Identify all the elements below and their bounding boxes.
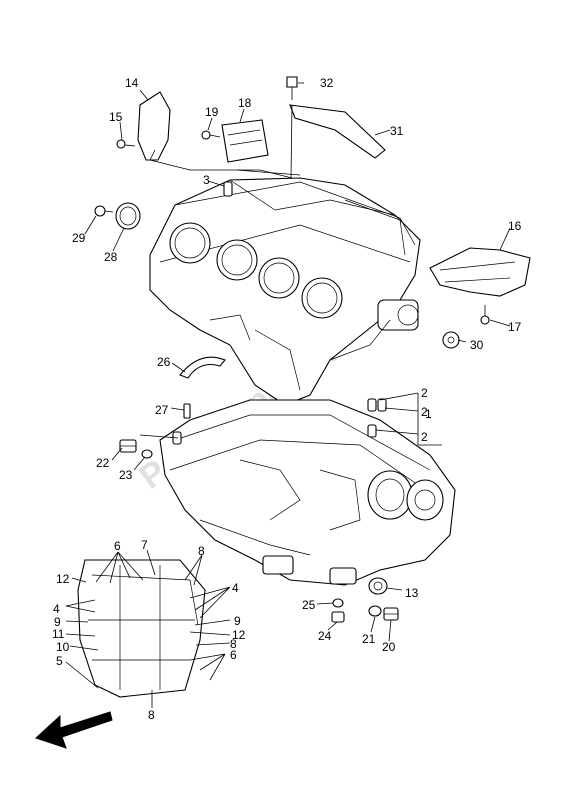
callout-4: 4 xyxy=(232,581,239,595)
callout-5: 5 xyxy=(56,654,63,668)
callout-23: 23 xyxy=(119,468,133,482)
callout-6: 6 xyxy=(114,539,121,553)
upper-crankcase xyxy=(149,177,421,406)
callout-22: 22 xyxy=(96,456,110,470)
callout-12: 12 xyxy=(232,628,246,642)
plate-part-16 xyxy=(429,247,531,297)
bolt-part-29 xyxy=(94,205,114,217)
plate-part-18 xyxy=(221,119,269,163)
plug-part-20 xyxy=(383,607,399,621)
dowel-part-3 xyxy=(223,181,233,197)
callout-25: 25 xyxy=(302,598,316,612)
callout-1: 1 xyxy=(425,407,432,421)
lower-crankcase xyxy=(159,399,456,586)
callout-8: 8 xyxy=(198,544,205,558)
callout-8: 8 xyxy=(148,708,155,722)
callout-8: 8 xyxy=(230,637,237,651)
callout-13: 13 xyxy=(405,586,419,600)
callout-9: 9 xyxy=(54,615,61,629)
bolt-part-17 xyxy=(480,305,490,325)
callout-28: 28 xyxy=(104,250,118,264)
bolt-part-32 xyxy=(286,76,298,100)
callout-4: 4 xyxy=(53,602,60,616)
cover-part-14 xyxy=(137,91,171,161)
cylinder-bore-4 xyxy=(301,277,343,319)
callout-6: 6 xyxy=(230,648,237,662)
plug-part-22 xyxy=(119,439,137,453)
dowel-part-2a xyxy=(367,398,377,412)
bearing-part-26 xyxy=(179,356,226,379)
cylinder-bore-3 xyxy=(258,257,300,299)
bolt-part-27 xyxy=(183,403,191,419)
cylinder-bore-2 xyxy=(216,239,258,281)
callout-26: 26 xyxy=(157,355,171,369)
cylinder-bore-1 xyxy=(169,222,211,264)
callout-29: 29 xyxy=(72,231,86,245)
callout-27: 27 xyxy=(155,403,169,417)
washer-part-23 xyxy=(141,449,153,459)
callout-15: 15 xyxy=(109,110,123,124)
plug-part-13 xyxy=(368,577,388,595)
plug-part-24 xyxy=(331,611,345,623)
callout-24: 24 xyxy=(318,629,332,643)
washer-part-21 xyxy=(368,605,382,617)
front-direction-arrow-icon xyxy=(35,711,113,749)
callout-19: 19 xyxy=(205,105,219,119)
callout-30: 30 xyxy=(470,338,484,352)
callout-labels: 1 2 2 2 3 4 4 5 6 6 7 8 8 8 9 9 10 11 12… xyxy=(52,76,522,722)
callout-21: 21 xyxy=(362,632,376,646)
callout-16: 16 xyxy=(508,219,522,233)
dowel-part-2b xyxy=(377,398,387,412)
callout-31: 31 xyxy=(390,124,404,138)
callout-9: 9 xyxy=(234,614,241,628)
callout-18: 18 xyxy=(238,96,252,110)
callout-2: 2 xyxy=(421,405,428,419)
callout-10: 10 xyxy=(56,640,70,654)
bracket-part-31 xyxy=(289,104,386,159)
gear-part-30 xyxy=(442,331,460,349)
bolt-part-19 xyxy=(201,130,221,140)
callout-11: 11 xyxy=(52,627,65,641)
callout-3: 3 xyxy=(203,173,210,187)
callout-17: 17 xyxy=(508,320,522,334)
callout-12: 12 xyxy=(56,572,70,586)
callout-2: 2 xyxy=(421,430,428,444)
bolt-part-15 xyxy=(116,139,136,149)
leader-lines xyxy=(65,82,511,708)
oring-part-25 xyxy=(332,598,344,608)
callout-7: 7 xyxy=(141,538,148,552)
callout-32: 32 xyxy=(320,76,334,90)
dowel-part-2c xyxy=(367,424,377,438)
callout-20: 20 xyxy=(382,640,396,654)
callout-2: 2 xyxy=(421,386,428,400)
callout-14: 14 xyxy=(125,76,139,90)
